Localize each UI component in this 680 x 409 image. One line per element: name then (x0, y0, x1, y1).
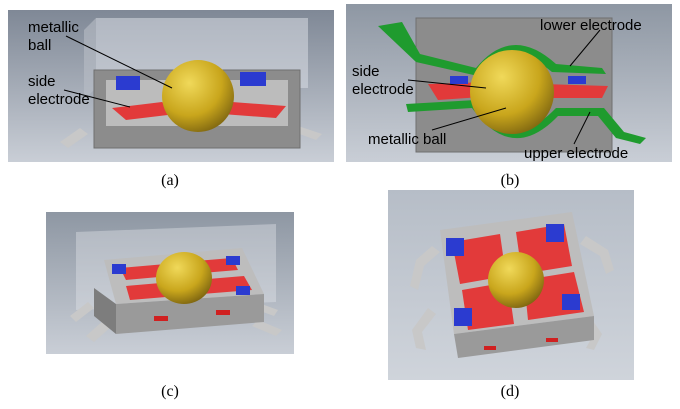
caption-c: (c) (161, 383, 179, 400)
label-electrode: electrode (352, 81, 414, 98)
upper-electrode (406, 100, 646, 144)
contact-pad (112, 264, 126, 274)
label-metallic: metallic (28, 19, 79, 36)
panel-a-illustration: metallic ball side electrode (8, 10, 334, 162)
panel-a: metallic ball side electrode (8, 10, 334, 162)
leader-line-upper (573, 111, 591, 145)
metallic-ball (470, 50, 554, 134)
housing-front (116, 294, 264, 334)
panel-c (46, 212, 294, 354)
label-ball: ball (28, 37, 51, 54)
lead-left-top (410, 246, 440, 290)
lead-right (294, 126, 322, 140)
leader-line-side (63, 89, 131, 108)
lead-left (60, 128, 88, 148)
panel-b-illustration: lower electrode side electrode metallic … (346, 4, 672, 162)
leader-line-ball (65, 35, 173, 89)
contact-pad-right (240, 72, 266, 86)
label-upper-electrode: upper electrode (524, 145, 628, 162)
label-side: side (352, 63, 380, 80)
panel-d (388, 190, 634, 380)
contact-pad (226, 256, 240, 265)
lead-left-bottom (412, 308, 436, 350)
contact-pad (236, 286, 250, 295)
leader-line-side (407, 79, 487, 89)
side-electrode-right (222, 102, 286, 118)
metallic-ball (488, 252, 544, 308)
side-electrode-right (538, 84, 608, 98)
leader-line-ball (431, 107, 507, 131)
contact-pad-left (450, 76, 468, 84)
metallic-ball (162, 60, 234, 132)
lead-front-right (252, 320, 282, 336)
label-side: side (28, 73, 56, 90)
lower-electrode (378, 22, 606, 76)
lead-right-top (580, 236, 614, 274)
contact-pad-right (568, 76, 586, 84)
caption-a: (a) (161, 172, 179, 189)
label-metallic-ball: metallic ball (368, 131, 446, 148)
contact-pad (446, 238, 464, 256)
lead-front-left (86, 320, 112, 342)
contact-pad (546, 224, 564, 242)
contact-pad-left (116, 76, 140, 90)
caption-d: (d) (500, 383, 520, 400)
window-slot (484, 346, 496, 350)
window-slot (216, 310, 230, 315)
contact-pad (562, 294, 580, 310)
panel-b: lower electrode side electrode metallic … (346, 4, 672, 162)
caption-b: (b) (500, 172, 520, 189)
panel-c-illustration (46, 212, 294, 354)
lead-back-left (70, 302, 94, 322)
housing-side (94, 288, 116, 334)
metallic-ball (156, 252, 212, 304)
leader-line-lower (569, 29, 601, 67)
panel-d-illustration (388, 190, 634, 380)
window-slot (546, 338, 558, 342)
window-slot (154, 316, 168, 321)
contact-pad (454, 308, 472, 326)
label-electrode: electrode (28, 91, 90, 108)
label-lower-electrode: lower electrode (540, 17, 642, 34)
